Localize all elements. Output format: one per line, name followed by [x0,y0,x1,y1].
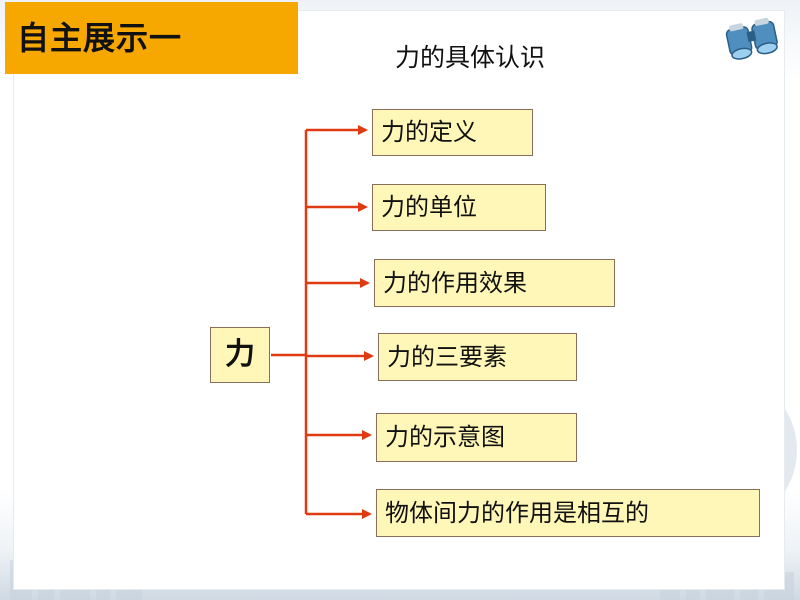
diagram-title: 力的具体认识 [394,43,545,72]
branch-node-effects: 力的作用效果 [374,259,615,307]
binoculars-icon [725,17,778,60]
root-node: 力 [210,327,270,383]
branch-node-unit: 力的单位 [372,184,546,231]
branch-node-definition: 力的定义 [372,109,533,156]
branch-node-force-diagram: 力的示意图 [376,413,577,462]
branch-node-three-elements: 力的三要素 [378,333,577,381]
section-banner-label: 自主展示一 [17,19,183,57]
section-banner: 自主展示一 [5,2,298,74]
branch-node-mutual-interaction: 物体间力的作用是相互的 [376,489,760,537]
